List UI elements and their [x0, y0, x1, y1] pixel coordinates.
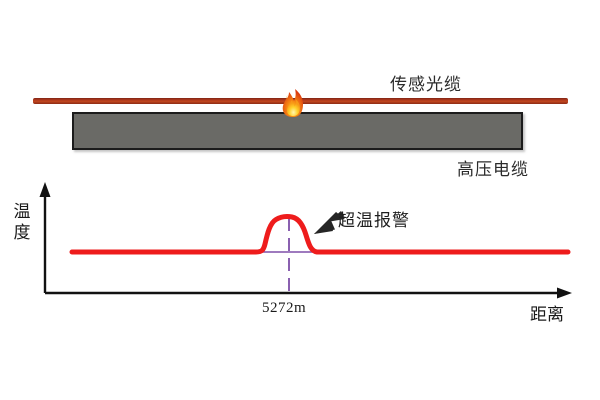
x-axis [45, 287, 572, 299]
temperature-curve [69, 214, 571, 255]
flame-icon [278, 83, 308, 118]
x-tick-label-5272m: 5272m [262, 300, 307, 316]
sensing-cable-label: 传感光缆 [390, 75, 462, 95]
x-axis-label: 距离 [530, 305, 564, 325]
temperature-distance-chart: 温度 距离 5272m 超温报警 [0, 170, 600, 330]
cable-schematic: 传感光缆 高压电缆 [0, 0, 600, 185]
high-voltage-cable-label: 高压电缆 [457, 160, 529, 180]
y-axis-label: 温度 [13, 202, 31, 243]
alarm-pointer-arrow [314, 211, 345, 234]
y-axis [39, 182, 51, 293]
over-temperature-alarm-label: 超温报警 [338, 211, 410, 231]
chart-plot-area [39, 182, 572, 299]
